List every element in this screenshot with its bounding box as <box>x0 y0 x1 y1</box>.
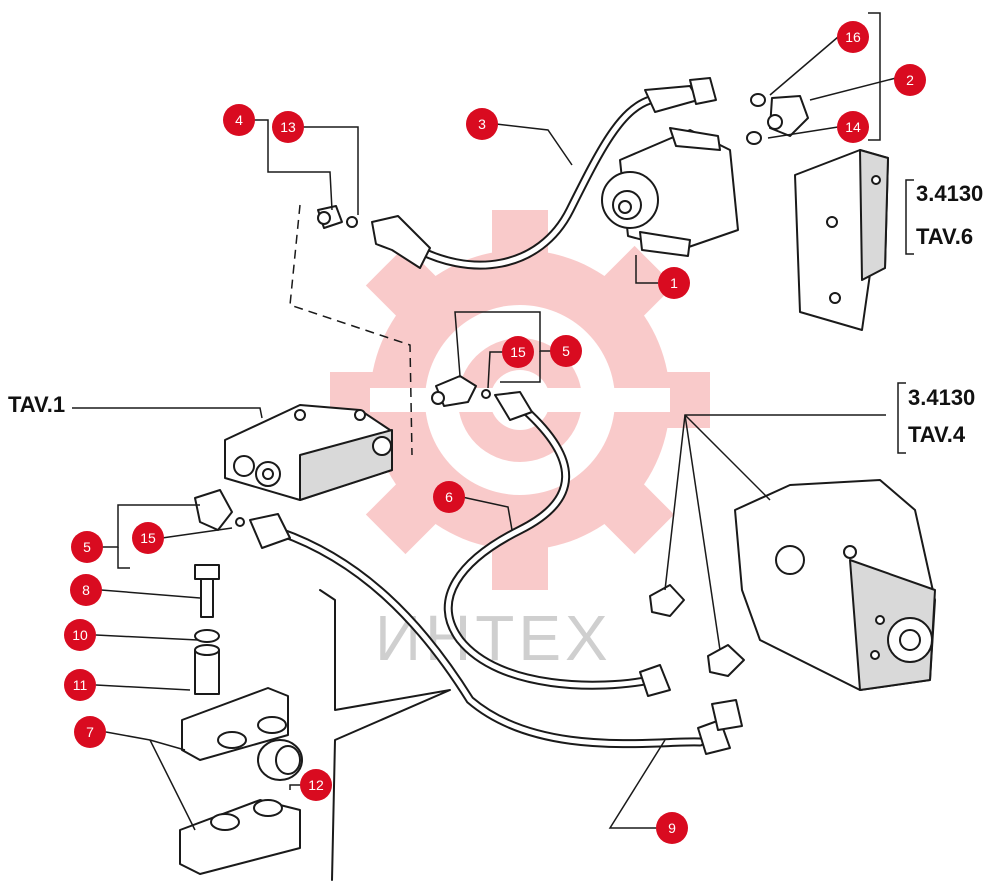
callout-11: 11 <box>64 669 96 701</box>
svg-text:10: 10 <box>72 627 88 643</box>
svg-text:16: 16 <box>845 29 861 45</box>
washer-15-lower <box>235 517 245 527</box>
washer-16 <box>750 93 766 107</box>
svg-text:2: 2 <box>906 72 914 88</box>
hose-3 <box>371 77 717 270</box>
callout-15-upper: 15 <box>502 336 534 368</box>
spacer-11 <box>194 644 220 695</box>
ref-tav4-label: TAV.4 <box>908 422 966 447</box>
callout-5-lower: 5 <box>71 531 103 563</box>
washer-13 <box>346 216 358 228</box>
svg-text:5: 5 <box>562 343 570 359</box>
svg-text:9: 9 <box>668 820 676 836</box>
hose-6 <box>443 391 671 697</box>
fitting-2 <box>767 95 809 137</box>
washer-14 <box>746 131 762 145</box>
ref-tav6-label: TAV.6 <box>916 224 973 249</box>
callout-14: 14 <box>837 111 869 143</box>
callout-7: 7 <box>74 716 106 748</box>
pump-fitting-upper <box>649 584 685 617</box>
ref-tav4-code: 3.4130 <box>908 385 975 410</box>
bracket-plate <box>794 149 889 331</box>
elbow-5-upper <box>431 375 477 407</box>
svg-text:4: 4 <box>235 112 243 128</box>
callout-5-upper: 5 <box>550 335 582 367</box>
callout-16: 16 <box>837 21 869 53</box>
bolt-8 <box>194 564 220 618</box>
callout-1: 1 <box>658 267 690 299</box>
brace-tav4 <box>897 382 906 454</box>
svg-text:5: 5 <box>83 539 91 555</box>
washer-10 <box>194 629 220 643</box>
brace-tav6 <box>905 179 914 255</box>
svg-text:15: 15 <box>510 344 526 360</box>
leader-lines <box>72 12 897 831</box>
break-line <box>319 589 451 881</box>
svg-text:1: 1 <box>670 275 678 291</box>
elbow-5-lower <box>194 489 233 531</box>
callout-13: 13 <box>272 111 304 143</box>
valve-block <box>224 404 393 501</box>
callout-9: 9 <box>656 812 688 844</box>
svg-text:6: 6 <box>445 489 453 505</box>
grommet-12 <box>257 739 303 781</box>
pump-fitting-lower <box>707 644 745 677</box>
washer-15-upper <box>481 389 491 399</box>
clamp-7-lower <box>179 799 301 875</box>
callout-8: 8 <box>70 574 102 606</box>
svg-text:7: 7 <box>86 724 94 740</box>
svg-text:13: 13 <box>280 119 296 135</box>
ref-tav1: TAV.1 <box>8 392 65 417</box>
pump-1 <box>601 127 739 257</box>
callout-12: 12 <box>300 769 332 801</box>
svg-text:8: 8 <box>82 582 90 598</box>
callout-4: 4 <box>223 104 255 136</box>
svg-text:3: 3 <box>478 116 486 132</box>
callout-3: 3 <box>466 108 498 140</box>
callout-6: 6 <box>433 481 465 513</box>
svg-text:14: 14 <box>845 119 861 135</box>
hose-9 <box>249 513 743 755</box>
callout-15-lower: 15 <box>132 522 164 554</box>
clamp-7-upper <box>181 687 289 761</box>
svg-text:15: 15 <box>140 530 156 546</box>
pump-right <box>734 479 936 691</box>
callout-10: 10 <box>64 619 96 651</box>
dashed-frame <box>289 204 413 456</box>
svg-text:12: 12 <box>308 777 324 793</box>
svg-text:11: 11 <box>73 677 88 693</box>
ref-tav6-code: 3.4130 <box>916 181 983 206</box>
callout-2: 2 <box>894 64 926 96</box>
fitting-4 <box>317 205 343 229</box>
